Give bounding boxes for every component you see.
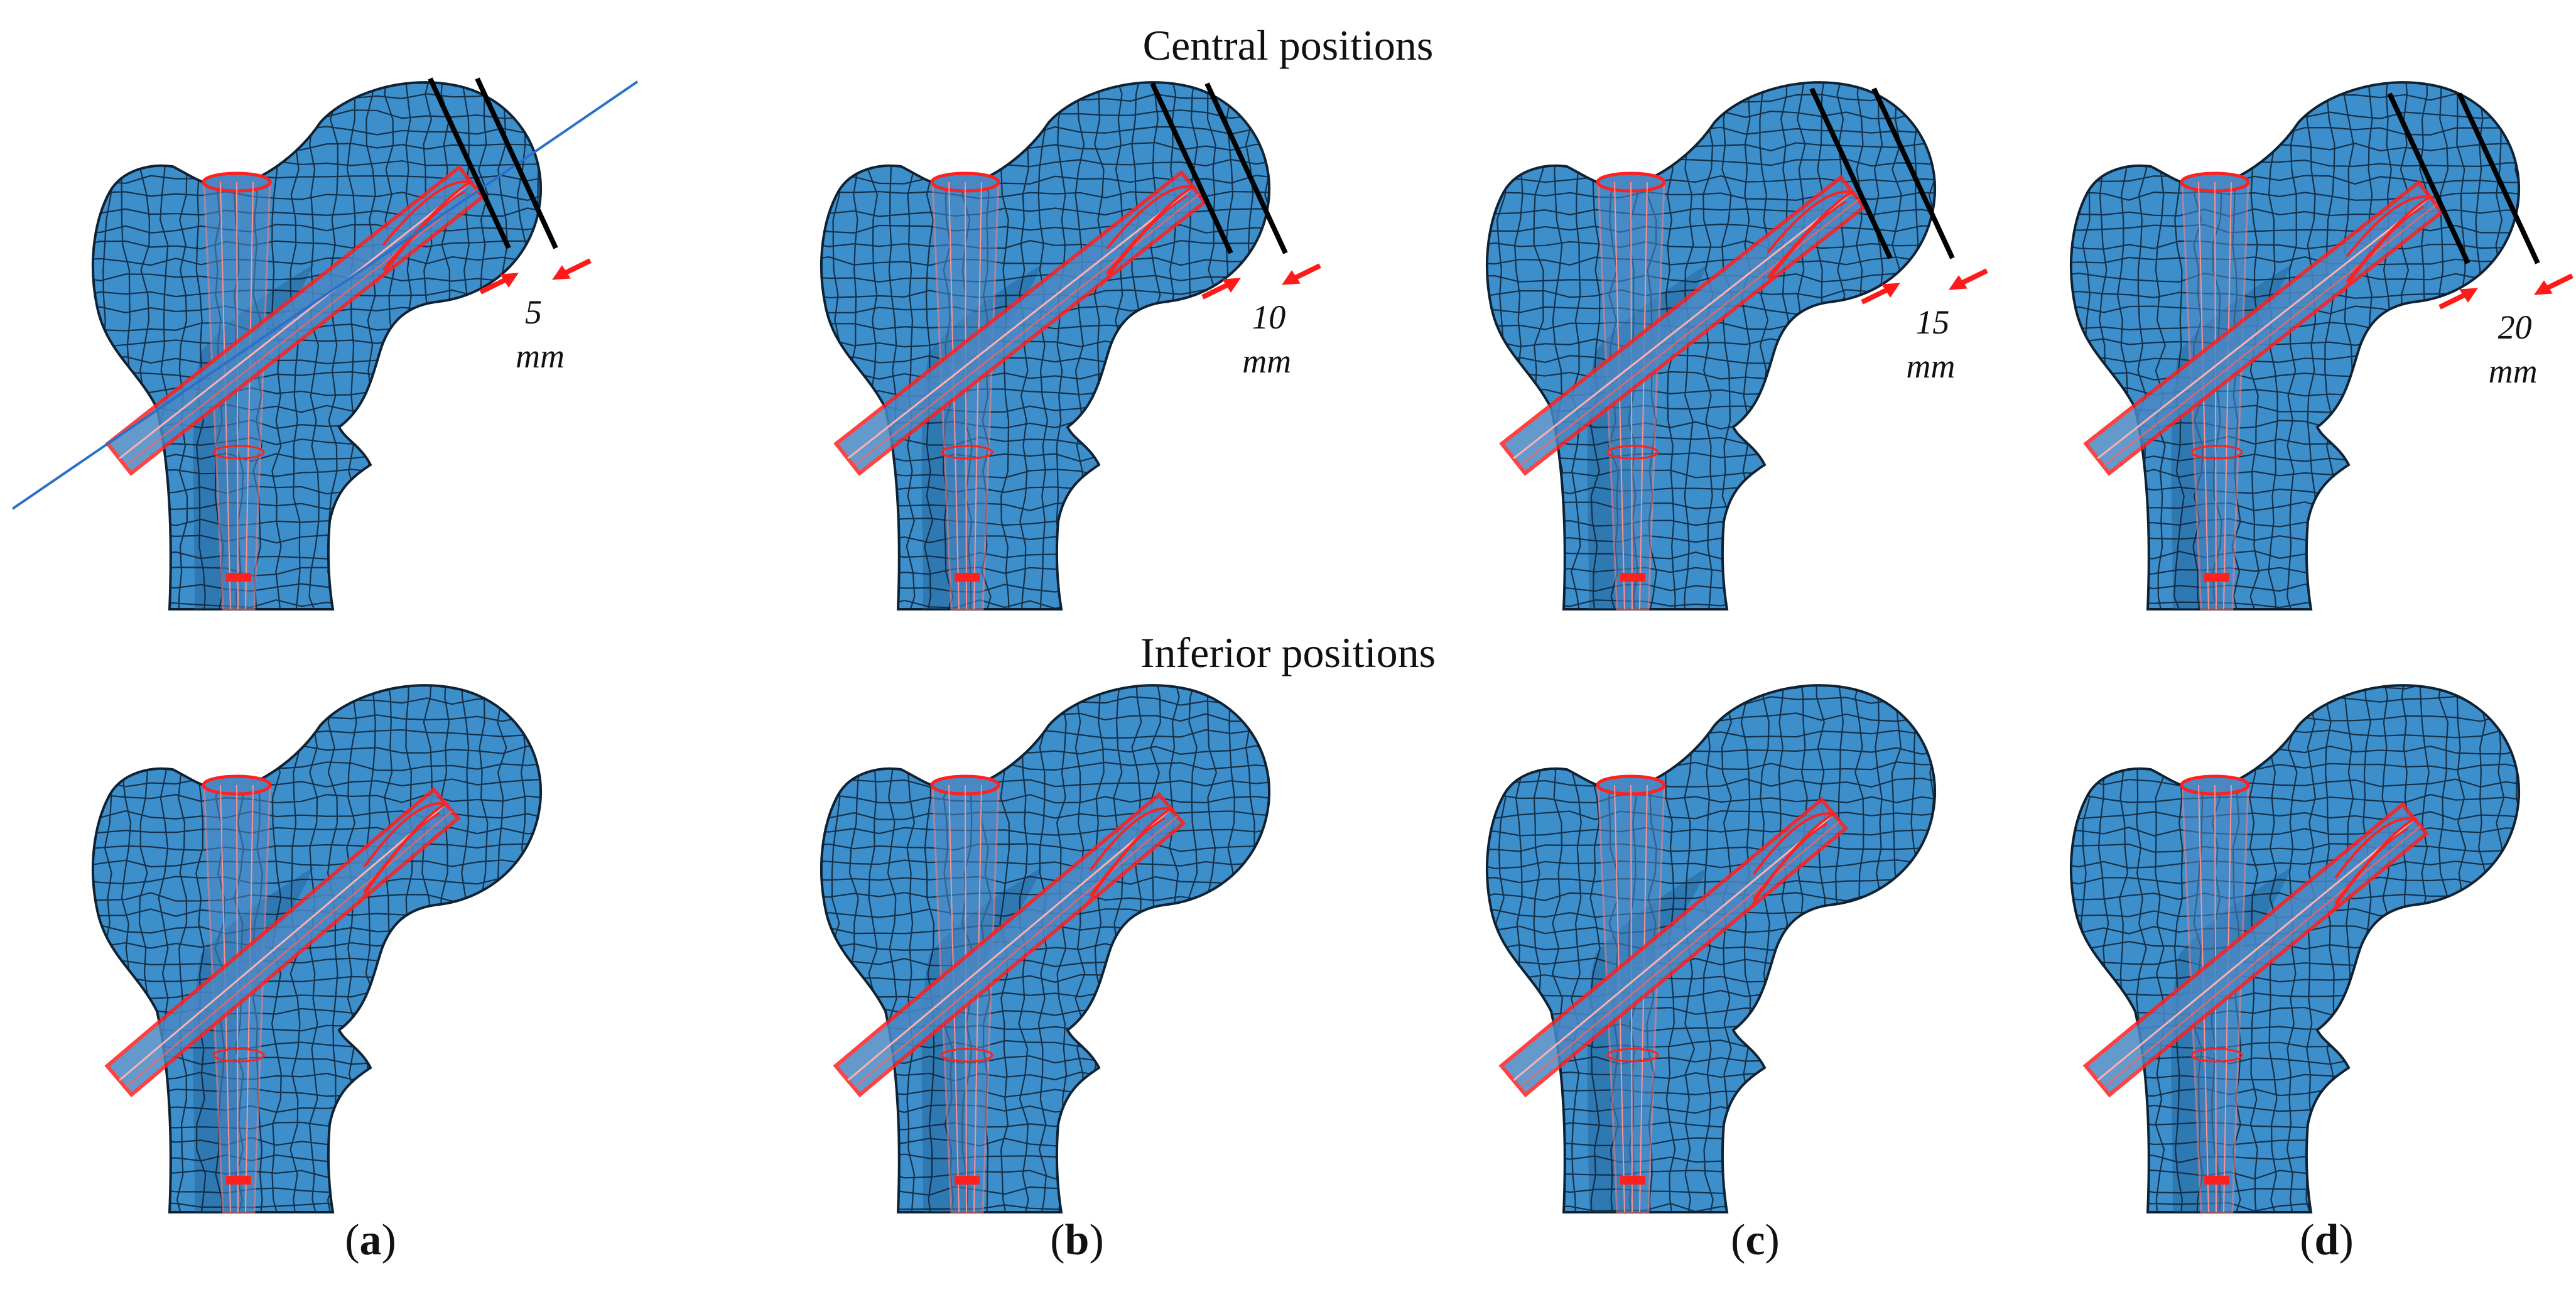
femur-panel-central-a: 5 mm bbox=[11, 77, 639, 611]
femur-panel-inferior-a bbox=[92, 684, 543, 1213]
distance-arrows bbox=[1861, 268, 1988, 305]
tip-distance-planes bbox=[428, 77, 558, 249]
intramedullary-nail bbox=[2180, 171, 2250, 611]
lag-screw bbox=[1499, 175, 1867, 476]
distance-unit-c: mm bbox=[1906, 347, 1955, 385]
lag-screw bbox=[833, 170, 1208, 476]
femur-panel-central-c: 15 mm bbox=[1486, 81, 1988, 611]
lag-screw bbox=[1498, 796, 1849, 1098]
distance-arrows bbox=[479, 258, 592, 295]
caption-b: (b) bbox=[1050, 1216, 1104, 1264]
distance-value-b: 10 bbox=[1252, 298, 1285, 336]
femur-panel-central-b: 10 mm bbox=[820, 81, 1321, 611]
femur-panel-central-d: 20 mm bbox=[2070, 81, 2573, 611]
femur-panel-inferior-b bbox=[820, 684, 1271, 1213]
distance-value-d: 20 bbox=[2498, 308, 2532, 346]
femur-bone bbox=[92, 81, 543, 611]
distance-unit-b: mm bbox=[1242, 342, 1291, 380]
femur-panel-inferior-c bbox=[1486, 684, 1937, 1213]
lag-screw bbox=[2082, 801, 2430, 1098]
tip-distance-planes bbox=[2387, 92, 2540, 264]
distance-unit-d: mm bbox=[2489, 352, 2538, 390]
caption-a: (a) bbox=[345, 1216, 396, 1264]
caption-c: (c) bbox=[1731, 1216, 1780, 1264]
intramedullary-nail bbox=[1596, 171, 1666, 611]
lag-screw bbox=[105, 165, 485, 476]
distance-arrows bbox=[1201, 263, 1321, 300]
distance-value-a: 5 bbox=[525, 293, 542, 331]
intramedullary-nail bbox=[202, 171, 272, 611]
caption-d: (d) bbox=[2300, 1216, 2354, 1264]
row-title-inferior: Inferior positions bbox=[1140, 629, 1436, 676]
distance-value-c: 15 bbox=[1915, 303, 1949, 341]
lag-screw bbox=[2083, 180, 2445, 476]
distance-arrows bbox=[2438, 273, 2573, 310]
femur-panel-inferior-d bbox=[2070, 684, 2521, 1213]
distance-unit-a: mm bbox=[516, 337, 565, 375]
screw-axis-line bbox=[11, 80, 639, 510]
lag-screw bbox=[104, 786, 461, 1098]
femur-bone bbox=[2070, 684, 2521, 1213]
lag-screw bbox=[833, 791, 1186, 1098]
tip-distance-planes bbox=[1150, 82, 1288, 254]
tip-distance-planes bbox=[1809, 87, 1955, 259]
row-title-central: Central positions bbox=[1142, 21, 1434, 69]
